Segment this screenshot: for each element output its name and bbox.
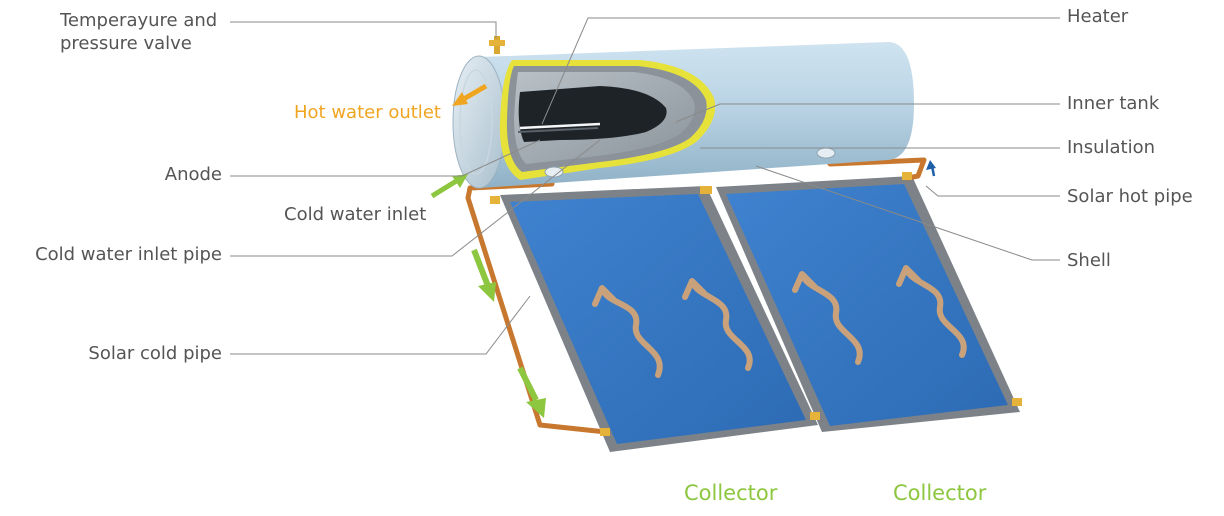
label-solar-cold-pipe: Solar cold pipe [88,343,222,365]
hot-water-port [817,148,835,158]
label-anode: Anode [165,164,222,186]
label-cold-water-inlet: Cold water inlet [284,204,426,226]
label-heater: Heater [1067,6,1128,28]
label-solar-hot-pipe: Solar hot pipe [1067,186,1193,208]
label-collector-2: Collector [893,482,986,504]
label-insulation: Insulation [1067,137,1155,159]
label-valve-line1: Temperayure and [60,10,217,32]
cold-inlet-arrow-icon [432,174,468,196]
label-cold-water-inlet-pipe: Cold water inlet pipe [35,244,222,266]
label-hot-water-outlet: Hot water outlet [294,102,441,124]
label-inner-tank: Inner tank [1067,93,1159,115]
label-collector-1: Collector [684,482,777,504]
pressure-valve [489,36,505,54]
label-valve-line2: pressure valve [60,33,192,55]
label-shell: Shell [1067,250,1111,272]
hot-flow-arrow-icon [926,160,936,176]
